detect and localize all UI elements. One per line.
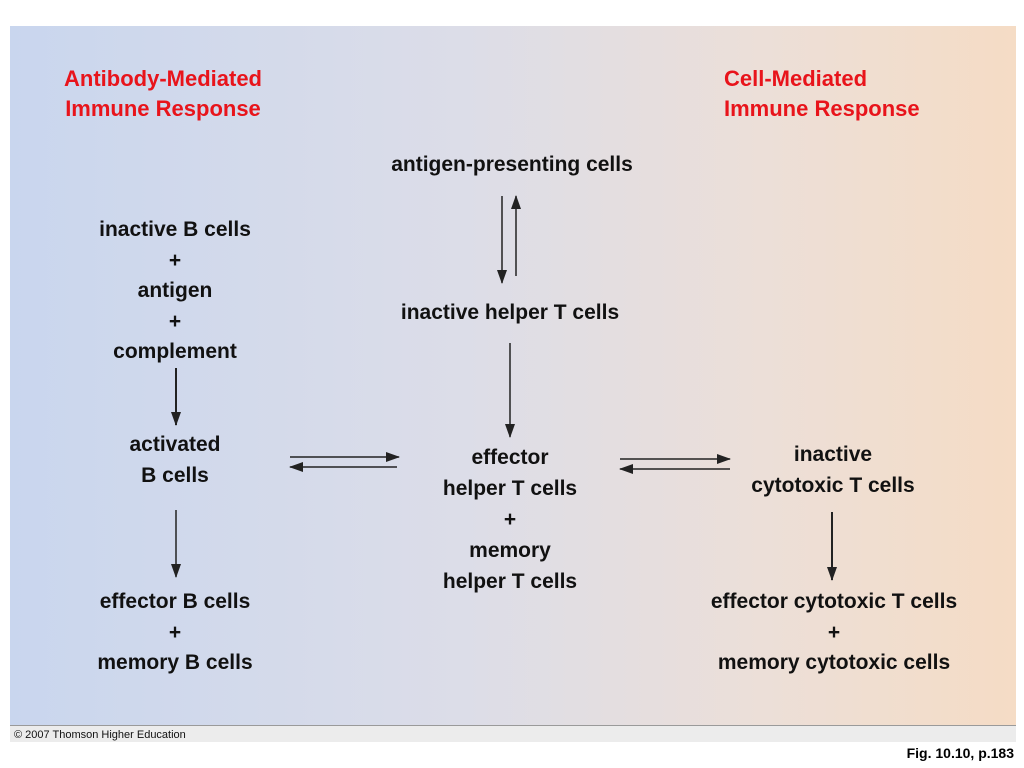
node-line: memory cytotoxic cells xyxy=(717,651,951,674)
node-line: + xyxy=(503,508,517,531)
node-line: inactive xyxy=(793,443,873,466)
heading-cell-mediated: Cell-Mediated Immune Response xyxy=(724,64,974,124)
node-line: + xyxy=(168,620,182,644)
copyright-notice: © 2007 Thomson Higher Education xyxy=(14,729,186,741)
node-line: complement xyxy=(113,340,237,363)
node-line: helper T cells xyxy=(442,570,578,593)
node-line: + xyxy=(168,309,182,333)
node-line: + xyxy=(168,248,182,272)
node-line: + xyxy=(827,620,841,644)
node-line: memory B cells xyxy=(97,651,253,674)
node-inactive-helper-t-cells: inactive helper T cells xyxy=(310,298,710,328)
node-effector-memory-b-cells: effector B cells + memory B cells xyxy=(45,587,305,679)
heading-line: Immune Response xyxy=(724,96,920,121)
heading-line: Immune Response xyxy=(65,96,261,121)
node-antigen-presenting-cells: antigen-presenting cells xyxy=(312,150,712,180)
node-activated-b-cells: activated B cells xyxy=(75,429,275,491)
diagram-background xyxy=(10,26,1016,725)
footer-divider xyxy=(10,725,1016,726)
node-inactive-b-cells: inactive B cells + antigen + complement xyxy=(45,215,305,368)
node-label: antigen-presenting cells xyxy=(391,153,633,176)
node-line: B cells xyxy=(141,464,209,487)
heading-line: Antibody-Mediated xyxy=(64,66,262,91)
node-line: effector B cells xyxy=(99,590,251,613)
node-label: inactive helper T cells xyxy=(400,301,620,324)
node-line: activated xyxy=(129,433,221,456)
node-line: memory xyxy=(469,539,551,562)
node-line: inactive B cells xyxy=(99,218,251,241)
figure-reference: Fig. 10.10, p.183 xyxy=(906,745,1014,761)
heading-antibody-mediated: Antibody-Mediated Immune Response xyxy=(38,64,288,124)
heading-line: Cell-Mediated xyxy=(724,66,868,91)
node-effector-memory-helper-t-cells: effector helper T cells + memory helper … xyxy=(360,442,660,597)
node-line: cytotoxic T cells xyxy=(751,473,915,497)
node-line: helper T cells xyxy=(442,477,578,500)
node-line: effector cytotoxic T cells xyxy=(710,590,958,613)
node-effector-memory-cytotoxic-cells: effector cytotoxic T cells + memory cyto… xyxy=(664,587,1004,679)
node-line: antigen xyxy=(137,279,213,302)
node-inactive-cytotoxic-t-cells: inactive cytotoxic T cells xyxy=(703,440,963,501)
copyright-strip xyxy=(10,726,1016,742)
node-line: effector xyxy=(471,446,549,469)
